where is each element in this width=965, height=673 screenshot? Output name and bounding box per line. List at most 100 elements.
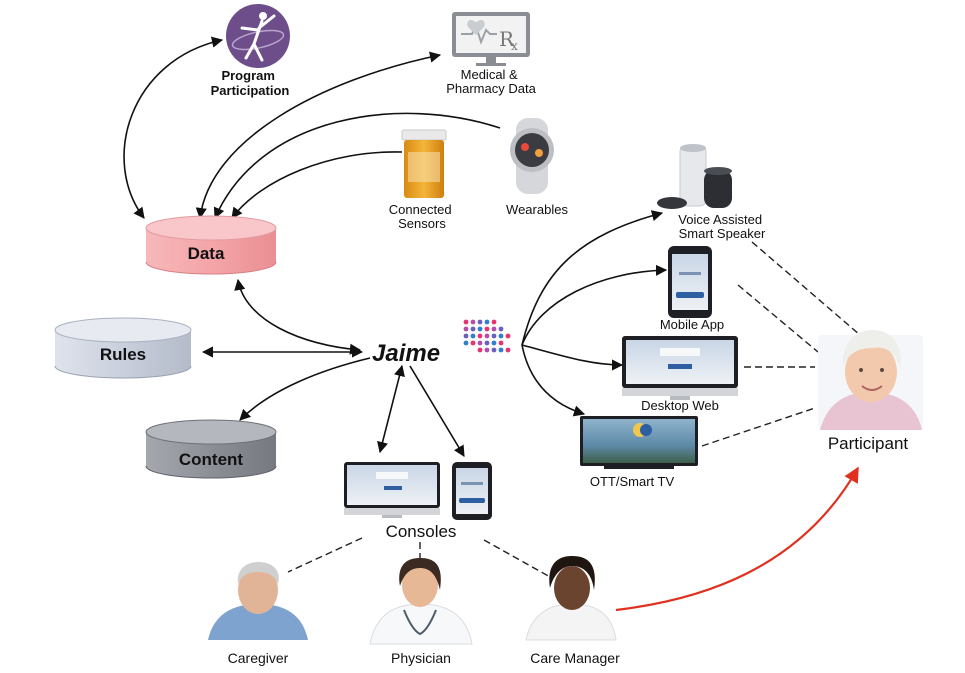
- logo-dot: [505, 333, 511, 339]
- mobile-app-node: Mobile App: [660, 246, 724, 332]
- desktop-monitor-icon: [622, 336, 738, 400]
- logo-dot: [470, 333, 476, 339]
- logo-dot: [505, 347, 511, 353]
- dash-speaker-participant: [751, 241, 861, 336]
- caregiver-node: Caregiver: [208, 562, 308, 666]
- consoles-label: Consoles: [386, 522, 457, 541]
- connected-sensors-label: Connected Sensors: [389, 202, 456, 231]
- arrow-jaime-mobile: [521, 264, 668, 346]
- care-manager-node: Care Manager: [525, 556, 620, 666]
- logo-dot: [491, 319, 497, 325]
- content-store-label: Content: [179, 450, 244, 469]
- medical-pharmacy-node: R x Medical & Pharmacy Data: [446, 12, 537, 96]
- caregiver-label: Caregiver: [228, 650, 289, 666]
- participant-label: Participant: [828, 434, 909, 453]
- arrow-jaime-desktop: [521, 344, 624, 371]
- arrow-data-program: [123, 36, 224, 219]
- dash-mobile-participant: [737, 284, 819, 353]
- logo-dot: [498, 333, 504, 339]
- smart-speaker-label-line1: Voice Assisted: [678, 212, 762, 227]
- program-participation-node: Program Participation: [211, 4, 290, 98]
- care-manager-label: Care Manager: [530, 650, 620, 666]
- consoles-node: Consoles: [344, 462, 492, 541]
- smart-speaker-node: Voice Assisted Smart Speaker: [657, 144, 766, 241]
- monitor-heart-rx-icon: R x: [452, 12, 530, 66]
- logo-dot: [491, 326, 497, 332]
- jaime-label: Jaime: [372, 340, 440, 367]
- jaime-logo-dots-icon: [463, 319, 511, 353]
- logo-dot: [484, 326, 490, 332]
- arrow-caremanager-participant: [615, 466, 859, 612]
- arrow-jaime-data: [234, 278, 362, 355]
- arrow-jaime-speaker: [521, 210, 664, 346]
- smart-speaker-label: Voice Assisted Smart Speaker: [678, 212, 766, 241]
- arrow-jaime-tv: [521, 344, 586, 417]
- smart-speaker-icon: [657, 144, 732, 209]
- dash-consoles-caremanager: [483, 539, 553, 579]
- logo-dot: [463, 340, 469, 346]
- logo-dot: [498, 340, 504, 346]
- wearables-label: Wearables: [506, 202, 568, 217]
- program-participation-label: Program Participation: [211, 68, 290, 98]
- medical-pharmacy-label-line2: Pharmacy Data: [446, 81, 536, 96]
- dash-consoles-caregiver: [287, 537, 363, 573]
- logo-dot: [477, 333, 483, 339]
- logo-dot: [484, 340, 490, 346]
- logo-dot: [470, 340, 476, 346]
- mobile-app-label: Mobile App: [660, 317, 724, 332]
- arrow-sensors-data: [231, 151, 403, 219]
- logo-dot: [484, 319, 490, 325]
- arrow-wearables-data: [213, 112, 501, 220]
- caregiver-photo: [208, 562, 308, 640]
- logo-dot: [498, 347, 504, 353]
- care-manager-photo: [525, 556, 617, 641]
- logo-dot: [484, 333, 490, 339]
- smartwatch-icon: [510, 118, 554, 194]
- data-store-label: Data: [188, 244, 225, 263]
- jaime-hub: Jaime: [372, 319, 511, 367]
- program-participation-label-line1: Program: [221, 68, 274, 83]
- physician-node: Physician: [369, 558, 473, 666]
- medical-pharmacy-label: Medical & Pharmacy Data: [446, 67, 536, 96]
- desktop-web-label: Desktop Web: [641, 398, 719, 413]
- dash-tv-participant: [701, 407, 816, 447]
- ott-tv-node: OTT/Smart TV: [580, 416, 698, 489]
- arrow-jaime-console-tablet: [409, 365, 465, 457]
- logo-dot: [463, 319, 469, 325]
- medical-pharmacy-label-line1: Medical &: [461, 67, 518, 82]
- pill-bottle-icon: [401, 129, 447, 198]
- smartphone-icon: [668, 246, 712, 318]
- wearables-node: Wearables: [506, 118, 568, 217]
- rules-store-label: Rules: [100, 345, 146, 364]
- logo-dot: [484, 347, 490, 353]
- monitor-and-tablet-icon: [344, 462, 492, 520]
- data-store: Data: [145, 215, 277, 275]
- dancer-figure-icon: [226, 4, 290, 68]
- logo-dot: [477, 326, 483, 332]
- connected-sensors-node: Connected Sensors: [389, 129, 456, 231]
- logo-dot: [498, 326, 504, 332]
- arrow-jaime-console-desktop: [377, 364, 405, 454]
- arrow-data-medical: [195, 51, 442, 220]
- program-participation-label-line2: Participation: [211, 83, 290, 98]
- logo-dot: [477, 347, 483, 353]
- logo-dot: [470, 326, 476, 332]
- rules-store: Rules: [54, 317, 192, 379]
- desktop-web-node: Desktop Web: [622, 336, 738, 413]
- logo-dot: [491, 340, 497, 346]
- connected-sensors-label-line1: Connected: [389, 202, 452, 217]
- arrow-jaime-content: [239, 357, 371, 421]
- logo-dot: [470, 319, 476, 325]
- content-store: Content: [145, 419, 277, 479]
- logo-dot: [491, 347, 497, 353]
- svg-text:R: R: [499, 27, 515, 51]
- physician-label: Physician: [391, 650, 451, 666]
- television-icon: [580, 416, 698, 469]
- logo-dot: [463, 333, 469, 339]
- logo-dot: [463, 326, 469, 332]
- physician-photo: [369, 558, 473, 645]
- svg-text:x: x: [511, 39, 518, 53]
- participant-node: Participant: [818, 330, 923, 453]
- connectors: [123, 36, 861, 612]
